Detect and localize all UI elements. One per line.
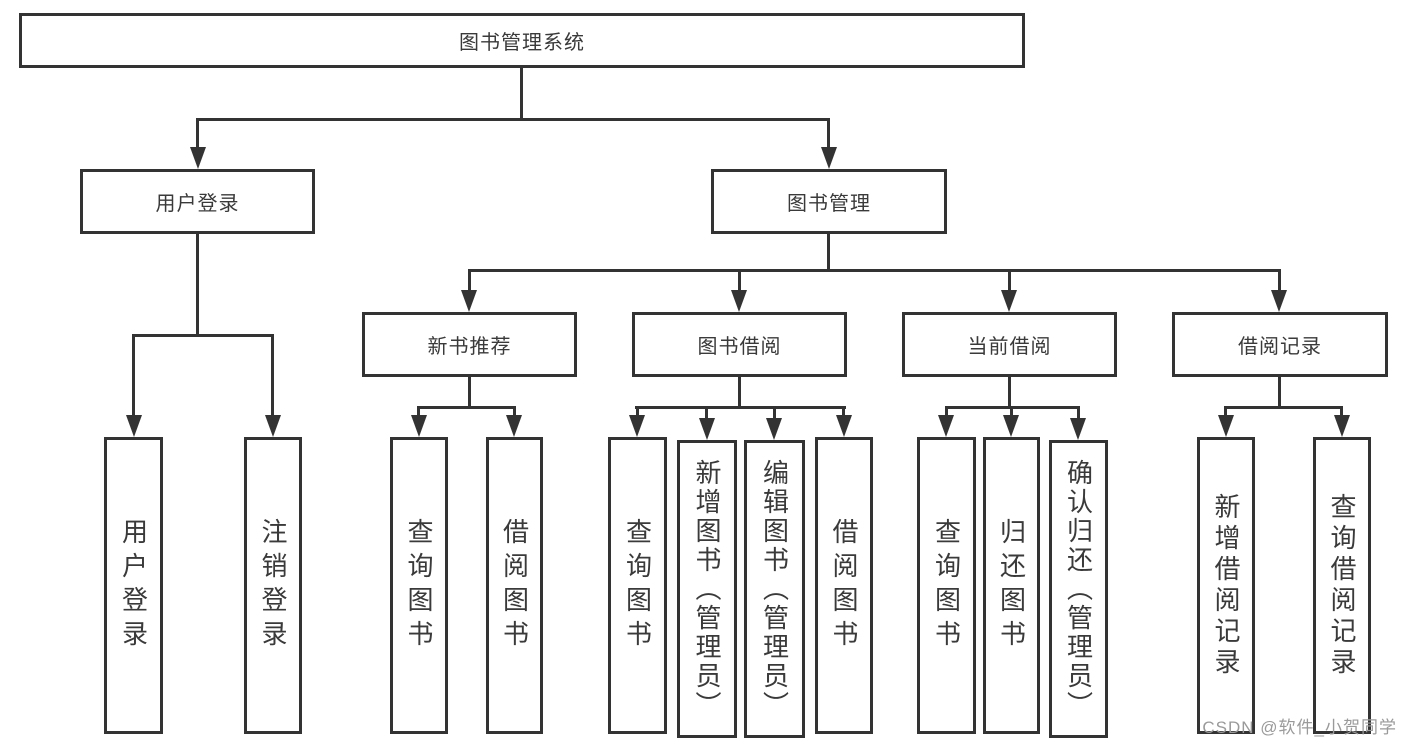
- connector-borrowing-arm-3: [773, 406, 776, 420]
- node-user-login: 用户登录: [80, 169, 315, 234]
- connector-current-stem: [1008, 377, 1011, 408]
- leaf-add-borrow-record-label: 新增借阅记录: [1211, 492, 1241, 679]
- leaf-return-books: 归还图书: [983, 437, 1040, 734]
- connector-borrowing-arm-4: [842, 406, 845, 417]
- connector-root-arm-right: [827, 118, 830, 149]
- connector-records-stem: [1278, 377, 1281, 408]
- connector-userlogin-arm-2: [271, 334, 274, 416]
- arrowhead-down-icon: [1003, 415, 1019, 437]
- leaf-borrow-books-recommend: 借阅图书: [486, 437, 543, 734]
- leaf-add-books-admin: 新增图书（管理员）: [677, 440, 737, 738]
- arrowhead-down-icon: [699, 418, 715, 440]
- connector-userlogin-stem: [196, 234, 199, 336]
- leaf-query-borrow-record: 查询借阅记录: [1313, 437, 1371, 734]
- node-user-login-label: 用户登录: [155, 193, 240, 215]
- leaf-user-login: 用户登录: [104, 437, 163, 734]
- arrowhead-down-icon: [126, 415, 142, 437]
- connector-root-arm-left: [196, 118, 199, 149]
- arrowhead-down-icon: [190, 147, 206, 169]
- connector-current-arm-1: [945, 406, 948, 417]
- leaf-add-books-admin-label: 新增图书（管理员）: [692, 458, 722, 720]
- connector-recommend-stem: [468, 377, 471, 408]
- leaf-borrow-books-borrowing-label: 借阅图书: [829, 517, 859, 654]
- arrowhead-down-icon: [1070, 418, 1086, 440]
- node-borrowing-records-label: 借阅记录: [1238, 336, 1322, 358]
- leaf-query-books-borrowing-label: 查询图书: [622, 517, 653, 654]
- arrowhead-down-icon: [731, 290, 747, 312]
- node-book-management: 图书管理: [711, 169, 947, 234]
- csdn-watermark: CSDN @软件_小贺同学: [1202, 718, 1397, 737]
- connector-current-arm-3: [1077, 406, 1080, 420]
- arrowhead-down-icon: [1271, 290, 1287, 312]
- connector-userlogin-split: [132, 334, 274, 337]
- leaf-logout-label: 注销登录: [258, 517, 288, 654]
- connector-current-arm-2: [1010, 406, 1013, 417]
- leaf-confirm-return-admin: 确认归还（管理员）: [1049, 440, 1108, 738]
- connector-root-stem: [520, 68, 523, 121]
- connector-records-arm-1: [1224, 406, 1227, 417]
- node-borrowing-records: 借阅记录: [1172, 312, 1388, 377]
- connector-bookmgmt-arm-1: [468, 269, 471, 292]
- arrowhead-down-icon: [821, 147, 837, 169]
- arrowhead-down-icon: [1218, 415, 1234, 437]
- leaf-query-books-recommend: 查询图书: [390, 437, 448, 734]
- arrowhead-down-icon: [265, 415, 281, 437]
- node-new-book-recommend-label: 新书推荐: [427, 336, 512, 358]
- leaf-borrow-books-recommend-label: 借阅图书: [499, 517, 530, 654]
- leaf-query-books-current-label: 查询图书: [931, 517, 962, 654]
- node-book-borrowing: 图书借阅: [632, 312, 847, 377]
- arrowhead-down-icon: [836, 415, 852, 437]
- node-root: 图书管理系统: [19, 13, 1025, 68]
- leaf-query-borrow-record-label: 查询借阅记录: [1327, 492, 1357, 679]
- leaf-edit-books-admin-label: 编辑图书（管理员）: [759, 458, 790, 720]
- connector-recommend-split: [417, 406, 516, 409]
- connector-recommend-arm-2: [513, 406, 516, 417]
- leaf-query-books-current: 查询图书: [917, 437, 976, 734]
- node-root-label: 图书管理系统: [459, 32, 585, 54]
- leaf-user-login-label: 用户登录: [118, 517, 149, 654]
- connector-recommend-arm-1: [417, 406, 420, 417]
- arrowhead-down-icon: [461, 290, 477, 312]
- connector-bookmgmt-split: [468, 269, 1281, 272]
- node-book-borrowing-label: 图书借阅: [697, 336, 782, 358]
- connector-bookmgmt-arm-3: [1008, 269, 1011, 292]
- leaf-add-borrow-record: 新增借阅记录: [1197, 437, 1255, 734]
- leaf-return-books-label: 归还图书: [996, 517, 1027, 654]
- connector-borrowing-arm-1: [636, 406, 639, 417]
- connector-records-split: [1224, 406, 1343, 409]
- node-current-borrowing: 当前借阅: [902, 312, 1117, 377]
- leaf-query-books-recommend-label: 查询图书: [404, 517, 434, 654]
- arrowhead-down-icon: [766, 418, 782, 440]
- connector-bookmgmt-arm-2: [738, 269, 741, 292]
- arrowhead-down-icon: [1001, 290, 1017, 312]
- arrowhead-down-icon: [938, 415, 954, 437]
- leaf-logout: 注销登录: [244, 437, 302, 734]
- connector-bookmgmt-arm-4: [1278, 269, 1281, 292]
- connector-borrowing-stem: [738, 377, 741, 408]
- leaf-edit-books-admin: 编辑图书（管理员）: [744, 440, 805, 738]
- arrowhead-down-icon: [506, 415, 522, 437]
- connector-userlogin-arm-1: [132, 334, 135, 416]
- arrowhead-down-icon: [629, 415, 645, 437]
- node-new-book-recommend: 新书推荐: [362, 312, 577, 377]
- node-book-management-label: 图书管理: [787, 193, 871, 215]
- arrowhead-down-icon: [1334, 415, 1350, 437]
- connector-records-arm-2: [1340, 406, 1343, 417]
- node-current-borrowing-label: 当前借阅: [967, 336, 1052, 358]
- connector-bookmgmt-stem: [827, 234, 830, 271]
- connector-borrowing-split: [635, 406, 846, 409]
- leaf-confirm-return-admin-label: 确认归还（管理员）: [1063, 458, 1094, 720]
- leaf-borrow-books-borrowing: 借阅图书: [815, 437, 873, 734]
- connector-borrowing-arm-2: [705, 406, 708, 420]
- leaf-query-books-borrowing: 查询图书: [608, 437, 667, 734]
- arrowhead-down-icon: [411, 415, 427, 437]
- connector-root-split: [196, 118, 830, 121]
